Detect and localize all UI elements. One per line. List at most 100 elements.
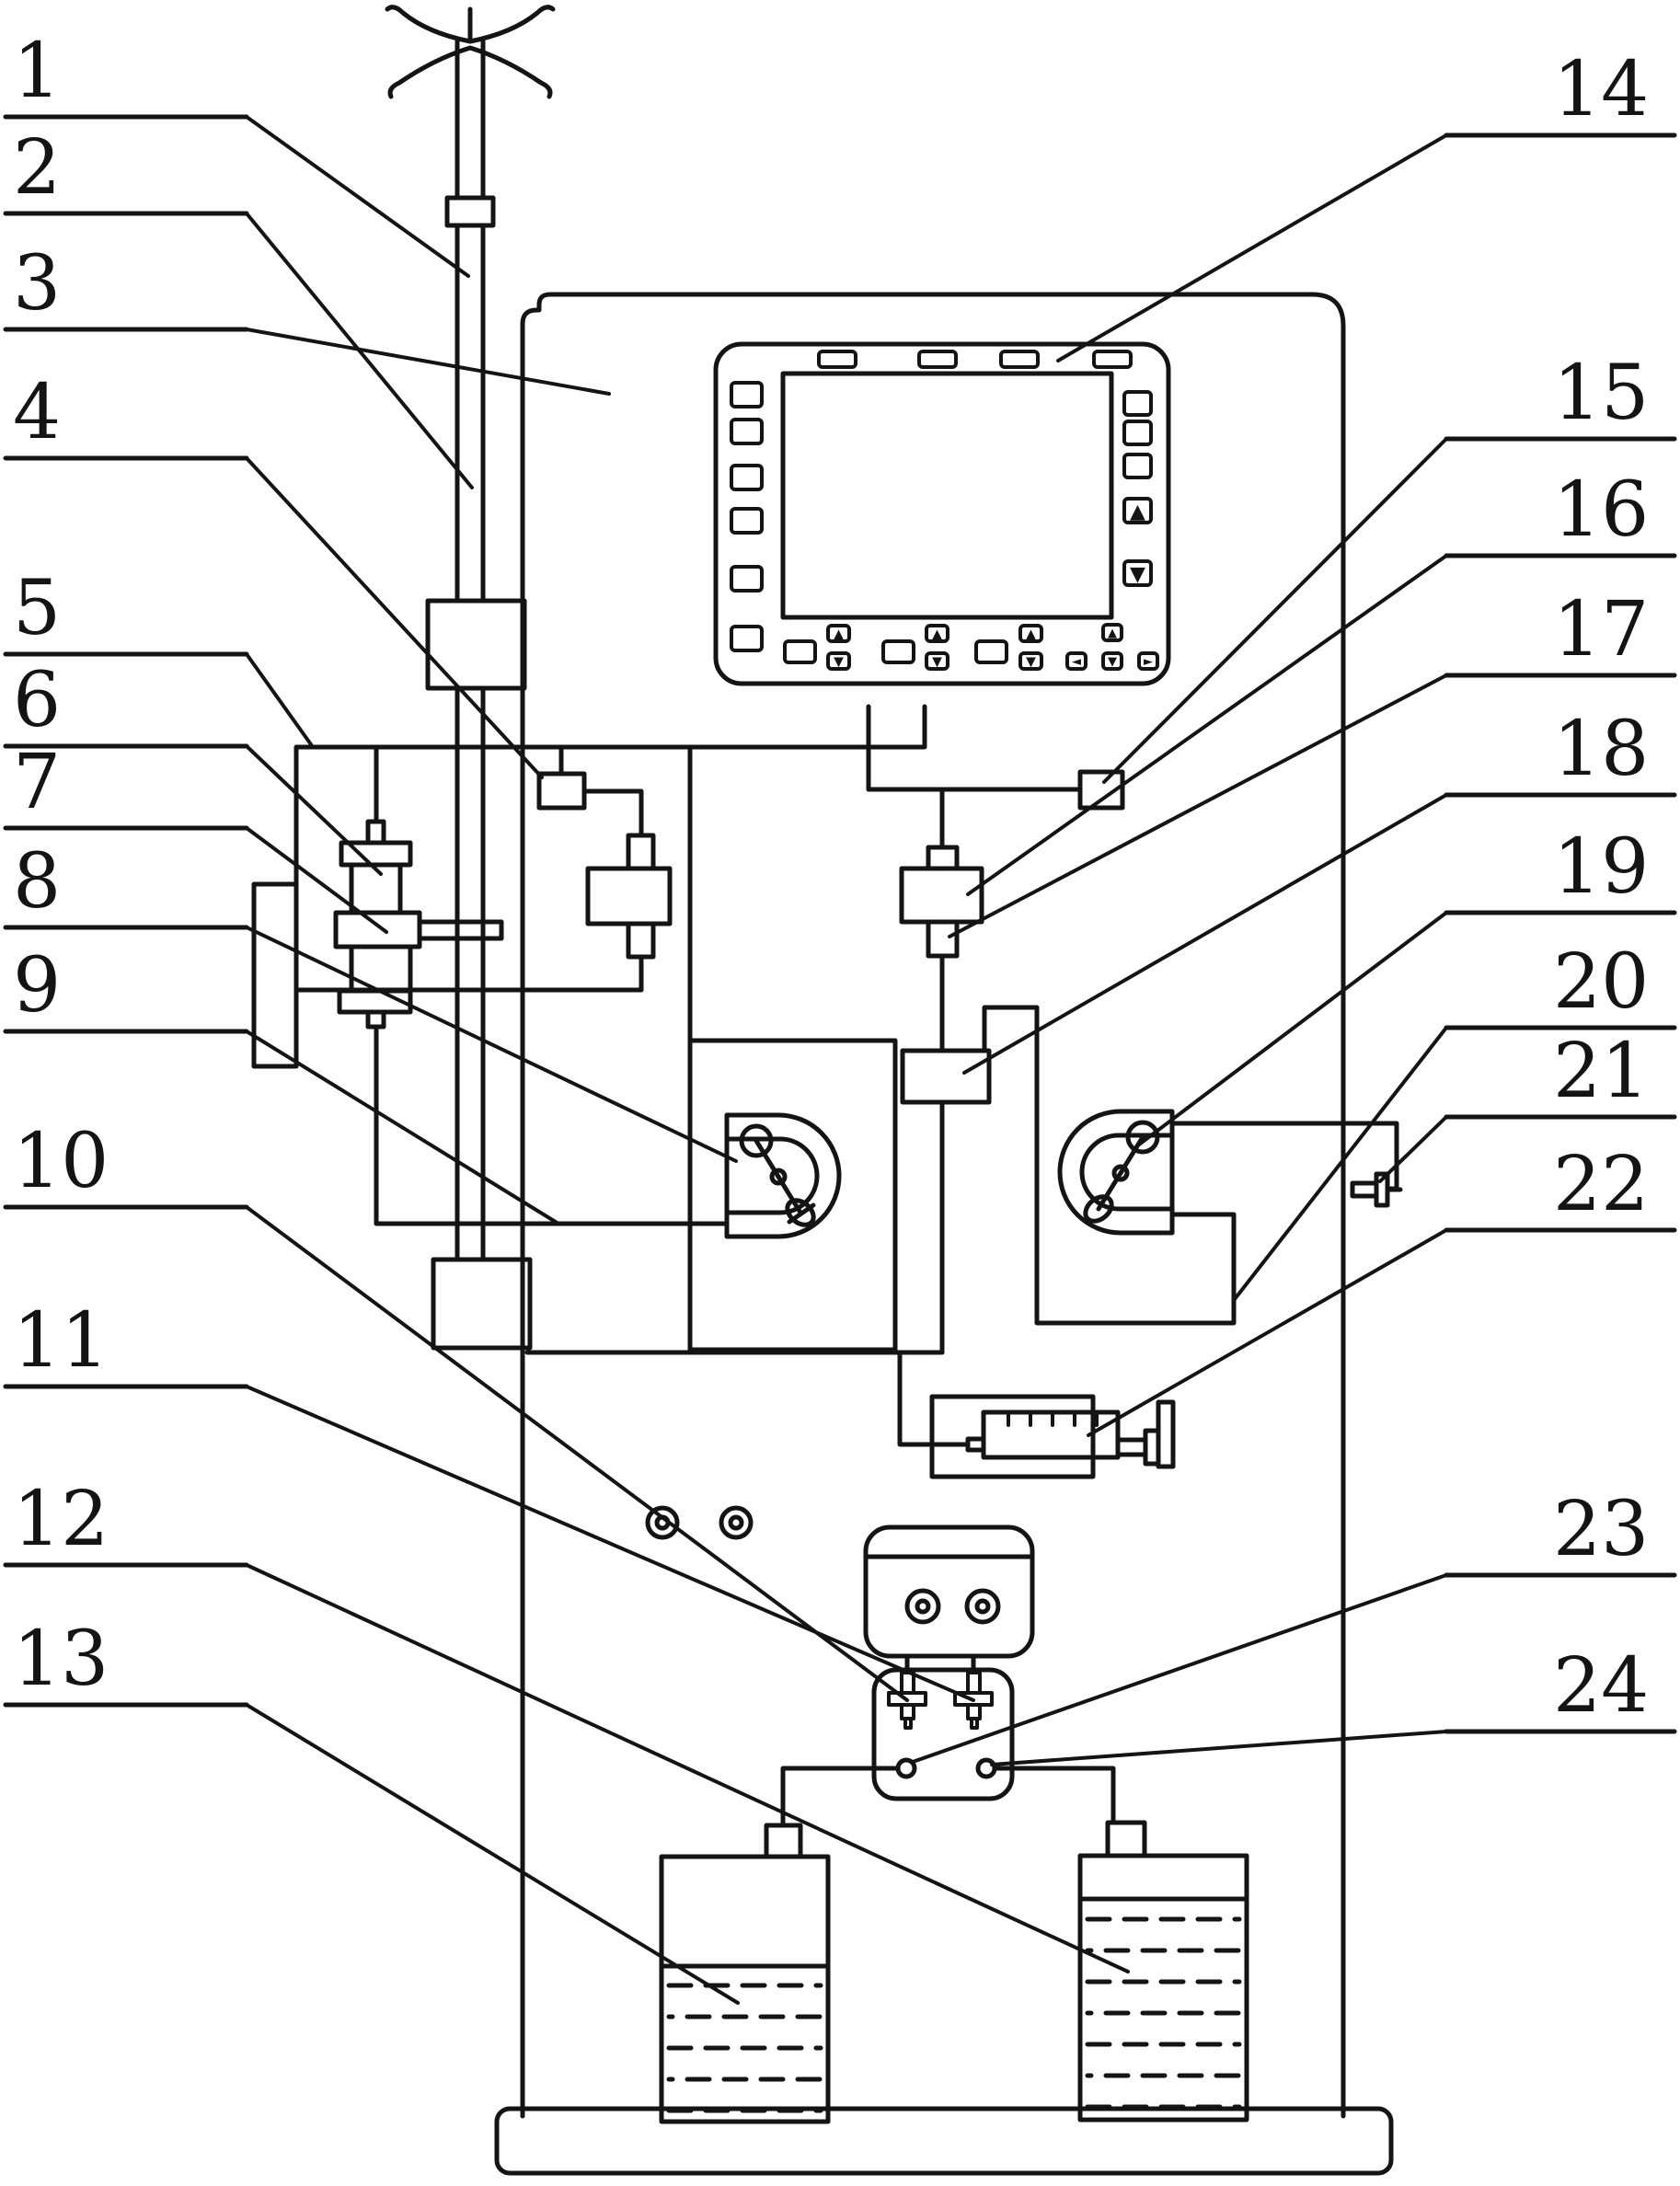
leader-line-17-to-detector-outlet — [948, 673, 1448, 938]
up-arrow-icon: ▲ — [1108, 627, 1117, 640]
right-arrow-icon-button — [1137, 651, 1159, 671]
reference-label-16: 16 — [1553, 466, 1649, 554]
syringe-cradle — [929, 1394, 1096, 1479]
luer-connector — [1350, 1171, 1403, 1208]
reference-label-17: 17 — [1553, 586, 1649, 673]
inline-module — [900, 1048, 992, 1105]
left-suction-line — [780, 1766, 901, 1828]
leader-line-8-to-blood-pump-rotor — [245, 926, 738, 1163]
fluid-pump — [1057, 1109, 1175, 1236]
down-arrow-icon: ▼ — [834, 655, 844, 670]
iv-pole-hooks — [385, 5, 556, 99]
reference-label-7: 7 — [13, 739, 61, 826]
leader-line-12-to-right-container-liquid — [245, 1563, 1130, 1973]
pump-housing — [1057, 1109, 1175, 1236]
pressure-module — [251, 819, 504, 1069]
bubble-sensor — [536, 771, 587, 811]
leader-line-9-to-pump-inlet-line — [245, 1030, 560, 1225]
pump-tube-loop — [687, 1038, 898, 1352]
menu-button — [817, 350, 857, 369]
down-arrow-icon-button — [1018, 651, 1043, 671]
pole-load-cell — [431, 1257, 533, 1351]
port-ring — [964, 1588, 1001, 1625]
container-cap — [1105, 1820, 1147, 1858]
down-arrow-icon-button — [1101, 651, 1123, 671]
reference-label-15: 15 — [1553, 350, 1649, 437]
reference-label-1: 1 — [13, 28, 61, 115]
right-suction-line — [992, 1766, 1116, 1825]
inline-detector — [899, 845, 984, 959]
down-arrow-icon: ▼ — [932, 655, 942, 670]
sensor-box — [1077, 769, 1125, 811]
plunger-rod — [1115, 1437, 1148, 1457]
reference-label-10: 10 — [13, 1118, 109, 1205]
reference-label-18: 18 — [1553, 706, 1649, 793]
block-right-port — [975, 1757, 997, 1779]
port-ring — [904, 1588, 941, 1625]
left-arrow-icon-button — [1065, 651, 1087, 671]
left-arrow-icon: ◄ — [1072, 655, 1081, 669]
control-panel: ▲▼▲▼▲▼▲▼◄▲▼► — [713, 341, 1171, 686]
container-cap — [764, 1823, 803, 1859]
reference-label-24: 24 — [1553, 1642, 1649, 1730]
cabinet-outline — [520, 292, 1346, 2119]
panel-frame — [713, 341, 1171, 686]
reference-label-3: 3 — [13, 240, 61, 328]
soft-key-button — [730, 464, 764, 491]
soft-key-button — [1122, 420, 1153, 446]
down-arrow-icon-button — [925, 651, 949, 671]
up-arrow-icon-button — [1122, 497, 1153, 524]
mount-bracket — [251, 881, 299, 1069]
soft-key-button — [730, 565, 764, 593]
reference-label-6: 6 — [13, 657, 61, 744]
reference-label-19: 19 — [1553, 823, 1649, 911]
pump-raceway — [724, 1136, 820, 1215]
select-button — [974, 639, 1008, 664]
reference-label-9: 9 — [13, 942, 61, 1030]
reference-label-22: 22 — [1553, 1141, 1649, 1228]
leader-line-10-to-left-port-valve — [245, 1205, 909, 1702]
fluid-circuit — [780, 769, 1403, 1828]
left-container — [659, 1823, 831, 2124]
reference-label-23: 23 — [1553, 1486, 1649, 1573]
pump-housing — [724, 1112, 842, 1239]
select-button — [881, 639, 915, 664]
menu-button — [917, 350, 958, 369]
blood-circuit — [251, 704, 971, 1540]
menu-button — [1092, 350, 1133, 369]
reference-label-21: 21 — [1553, 1028, 1649, 1115]
reference-label-8: 8 — [13, 838, 61, 926]
reference-label-14: 14 — [1553, 46, 1649, 133]
soft-key-button — [730, 381, 764, 408]
leader-line-23-to-block-left-port — [911, 1573, 1448, 1764]
soft-key-button — [730, 625, 764, 652]
soft-key-button — [1122, 390, 1153, 417]
syringe-nozzle — [965, 1436, 986, 1453]
down-arrow-icon: ▼ — [1026, 655, 1036, 670]
leader-line-24-to-block-right-port — [990, 1730, 1448, 1766]
up-arrow-icon: ▲ — [1026, 627, 1036, 642]
leader-line-18-to-inline-module — [962, 793, 1448, 1075]
up-arrow-icon-button — [925, 624, 949, 643]
menu-button — [999, 350, 1040, 369]
leader-line-4-to-bubble-sensor — [245, 456, 544, 779]
right-port-valve — [953, 1671, 994, 1730]
leader-line-21-to-luer-connector — [1378, 1115, 1448, 1183]
detector-outlet — [926, 919, 960, 959]
up-arrow-icon-button — [826, 624, 851, 643]
leader-line-13-to-left-container-liquid — [245, 1703, 740, 2005]
right-container — [1077, 1820, 1249, 2123]
select-button — [783, 639, 817, 664]
down-arrow-icon-button — [1122, 559, 1153, 587]
iv-pole — [385, 5, 556, 1351]
blood-pump — [724, 1112, 842, 1239]
reference-label-4: 4 — [13, 369, 61, 456]
pump-raceway — [1079, 1133, 1175, 1212]
leader-line-16-to-detector-body — [966, 554, 1448, 896]
leader-line-14-to-control-panel — [1056, 133, 1448, 362]
left-port-valve — [887, 1671, 927, 1730]
syringe-pump — [929, 1394, 1176, 1479]
